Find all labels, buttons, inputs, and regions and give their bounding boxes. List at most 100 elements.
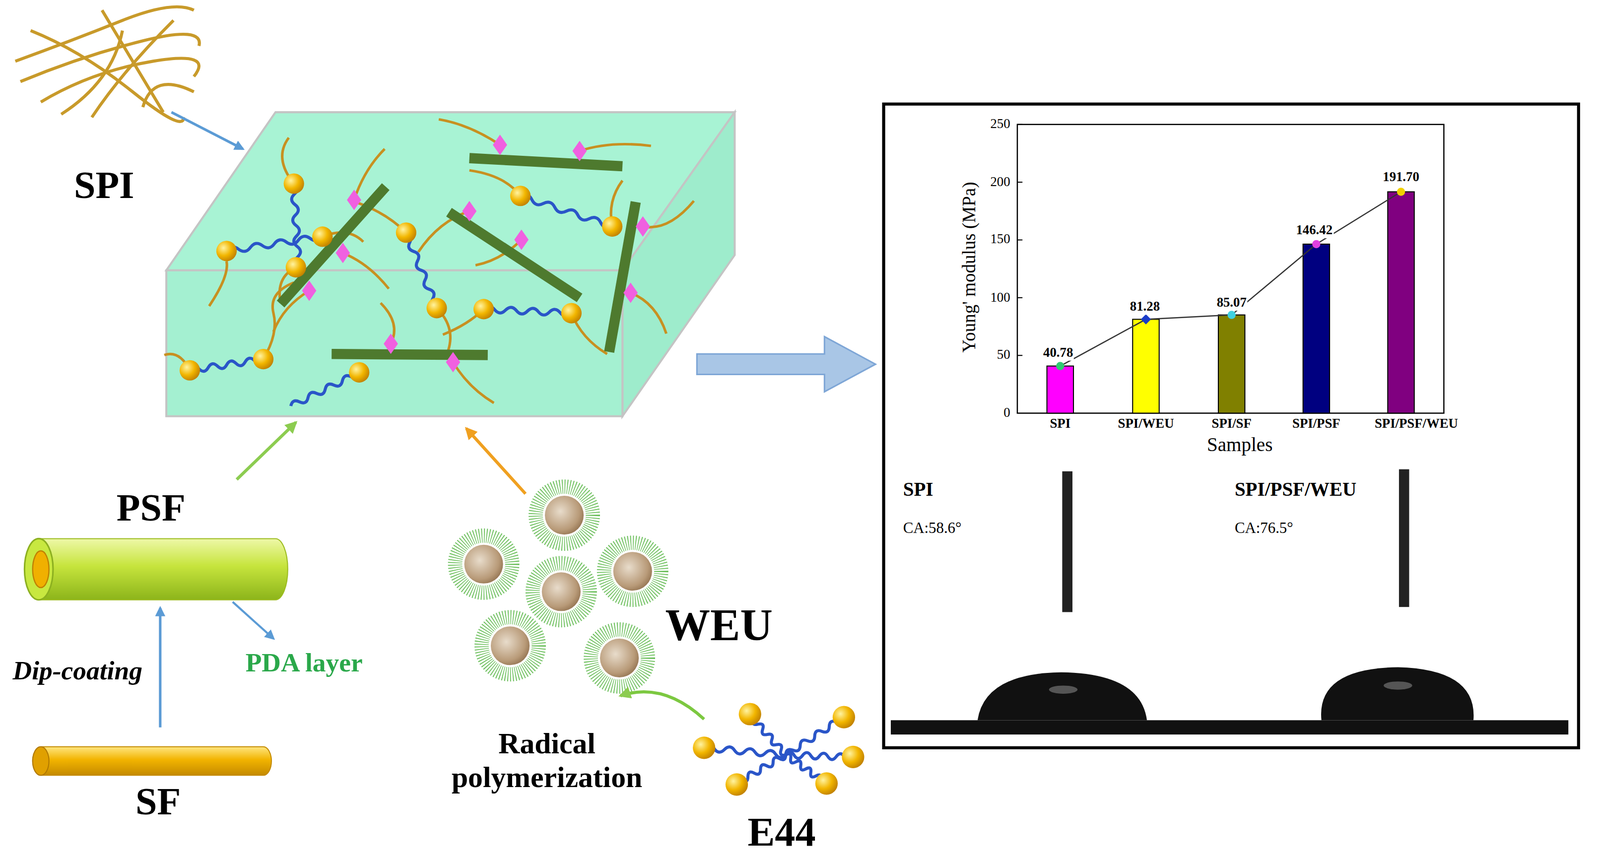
contact-angle-photos bbox=[890, 469, 1569, 735]
bar-chart-part-part bbox=[1017, 239, 1023, 241]
fiber-rods bbox=[280, 158, 636, 356]
fiber-rods-part bbox=[449, 212, 580, 299]
arrow bbox=[158, 607, 162, 728]
bar-chart-part bbox=[1017, 124, 1444, 414]
component-label: WEU bbox=[665, 600, 773, 653]
weu-particles-part-part bbox=[613, 551, 653, 591]
e44-molecule-part bbox=[703, 744, 787, 759]
bar-chart-part-part bbox=[1303, 244, 1330, 414]
e44-molecule-part bbox=[692, 702, 865, 796]
category-label: SPI bbox=[1049, 416, 1071, 433]
weu-particles-part-part bbox=[532, 563, 590, 621]
layer-label: PDA layer bbox=[245, 647, 363, 678]
bar-chart-part bbox=[1047, 191, 1415, 413]
category-label: SPI/SF bbox=[1211, 416, 1252, 433]
crosslinker-chains-part bbox=[226, 233, 324, 255]
crosslinker-chains-part bbox=[189, 356, 265, 374]
sf-cylinder bbox=[32, 746, 272, 776]
arrow bbox=[466, 428, 526, 494]
bar-chart-part-part bbox=[1017, 297, 1023, 299]
protein-chains-part bbox=[342, 253, 390, 289]
axis-tick-label: 50 bbox=[997, 347, 1011, 364]
bar-chart-part bbox=[1312, 240, 1321, 249]
crosslinker-chains-part bbox=[483, 306, 572, 317]
bar-chart-part bbox=[1227, 310, 1236, 319]
hydrogen-bond-diamonds-part bbox=[462, 200, 477, 222]
e44-molecule-part-part bbox=[841, 745, 865, 769]
weu-particles-part bbox=[455, 486, 662, 687]
hydrogen-bond-diamonds-part bbox=[492, 134, 508, 155]
value-label: 81.28 bbox=[1129, 299, 1161, 315]
arrow bbox=[236, 422, 296, 480]
big-arrow bbox=[696, 336, 876, 392]
hydrogen-bond-diamonds-part bbox=[346, 189, 362, 210]
bar-chart-part-part bbox=[1017, 124, 1023, 126]
bar-chart-part bbox=[1060, 191, 1401, 366]
component-label: SPI bbox=[73, 163, 135, 208]
sf-cylinder-part bbox=[32, 746, 50, 776]
axis-tick-label: 0 bbox=[1003, 405, 1010, 421]
contact-angle-photos-part bbox=[1399, 469, 1410, 608]
epoxy-balls bbox=[179, 173, 623, 383]
epoxy-balls-part bbox=[473, 298, 494, 320]
process-label: Dip-coating bbox=[12, 656, 143, 687]
epoxy-balls-part bbox=[510, 185, 531, 206]
value-label: 85.07 bbox=[1215, 295, 1248, 311]
epoxy-balls-part bbox=[216, 240, 237, 262]
e44-molecule-part-part bbox=[832, 706, 856, 729]
weu-particles-part-part bbox=[590, 629, 648, 687]
weu-particles-part-part bbox=[600, 638, 639, 678]
axis-title: Young' modulus (MPa) bbox=[958, 181, 981, 353]
spi-fibers-part bbox=[102, 10, 164, 113]
bar-chart-part-part bbox=[1047, 366, 1074, 414]
weu-particles-part-part bbox=[541, 572, 581, 611]
weu-particles-part-part bbox=[603, 542, 662, 600]
protein-chains-part bbox=[642, 200, 694, 228]
hydrogen-bond-diamonds bbox=[302, 134, 651, 373]
composite-box-part bbox=[166, 270, 623, 417]
contact-angle-photos-part bbox=[977, 672, 1147, 721]
protein-chains-part bbox=[630, 292, 667, 334]
epoxy-balls-part bbox=[426, 297, 447, 319]
protein-chains bbox=[164, 119, 694, 403]
weu-particles bbox=[455, 486, 662, 687]
epoxy-balls-part bbox=[348, 362, 370, 383]
bar-chart-part-part bbox=[1218, 315, 1245, 414]
axis-title: Samples bbox=[1206, 433, 1273, 457]
process-label: Radical polymerization bbox=[429, 727, 665, 796]
result-panel bbox=[883, 104, 1579, 748]
component-label: E44 bbox=[747, 808, 816, 857]
axis-tick-label: 150 bbox=[990, 232, 1010, 248]
contact-angle-value: CA:58.6° bbox=[903, 519, 962, 537]
bar-chart-part-part bbox=[1132, 319, 1159, 413]
weu-particles-part-part bbox=[490, 626, 530, 666]
epoxy-balls-part bbox=[285, 257, 307, 278]
hydrogen-bond-diamonds-part bbox=[514, 229, 529, 251]
hydrogen-bond-diamonds-part bbox=[383, 333, 399, 354]
sample-label: SPI/PSF/WEU bbox=[1234, 478, 1357, 501]
fiber-rods-part bbox=[280, 186, 386, 304]
contact-angle-photos-part bbox=[890, 720, 1569, 735]
fiber-rods-part bbox=[469, 158, 623, 167]
crosslinker-chains bbox=[189, 183, 614, 409]
psf-cylinder-part bbox=[24, 538, 54, 600]
component-label: SF bbox=[135, 779, 181, 825]
spi-fibers-part bbox=[61, 30, 123, 115]
protein-chains-part bbox=[209, 261, 228, 306]
hydrogen-bond-diamonds-part bbox=[635, 216, 651, 237]
epoxy-balls-part bbox=[396, 222, 417, 243]
value-label: 146.42 bbox=[1294, 222, 1334, 239]
protein-chains-part bbox=[438, 119, 500, 145]
weu-particles-part-part bbox=[544, 495, 584, 535]
axis-tick-label: 100 bbox=[990, 289, 1010, 306]
contact-angle-value: CA:76.5° bbox=[1234, 519, 1294, 537]
hydrogen-bond-diamonds-part bbox=[335, 242, 350, 264]
contact-angle-photos-part bbox=[1062, 471, 1073, 613]
sample-label: SPI bbox=[903, 478, 934, 501]
arrow bbox=[171, 112, 243, 149]
epoxy-balls-part bbox=[179, 360, 200, 381]
e44-molecule-part-part bbox=[738, 702, 762, 726]
psf-cylinder bbox=[24, 538, 288, 600]
